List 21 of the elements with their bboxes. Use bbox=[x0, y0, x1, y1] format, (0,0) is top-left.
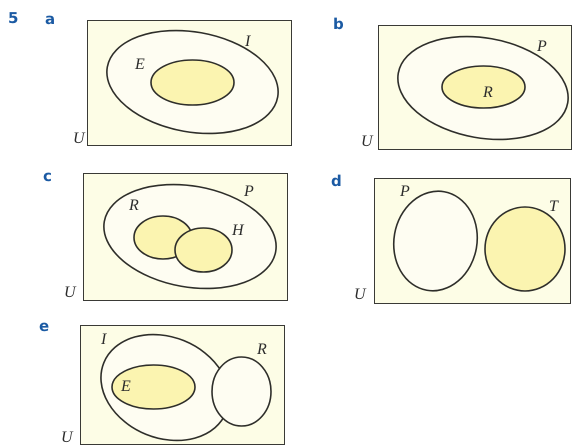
set-label: U bbox=[354, 287, 366, 303]
set-label: E bbox=[135, 57, 145, 73]
set-label: R bbox=[483, 85, 493, 101]
set-label: P bbox=[244, 184, 254, 200]
set-label: R bbox=[257, 342, 267, 358]
set-label: I bbox=[245, 34, 250, 50]
set-label: U bbox=[61, 430, 73, 446]
set-label: R bbox=[129, 198, 139, 214]
set-label: P bbox=[400, 184, 410, 200]
set-label: T bbox=[549, 199, 558, 215]
set-label: P bbox=[537, 39, 547, 55]
panel-letter: a bbox=[45, 11, 56, 27]
set-label: U bbox=[73, 131, 85, 147]
panel-letter: d bbox=[331, 173, 342, 189]
panel-letter: c bbox=[43, 168, 52, 184]
set-label: H bbox=[232, 223, 244, 239]
panel-letter: b bbox=[333, 16, 344, 32]
panel-letter: 5 bbox=[8, 10, 18, 26]
panel-letter: e bbox=[39, 318, 50, 334]
set-label: U bbox=[361, 134, 373, 150]
set-label: U bbox=[64, 285, 76, 301]
